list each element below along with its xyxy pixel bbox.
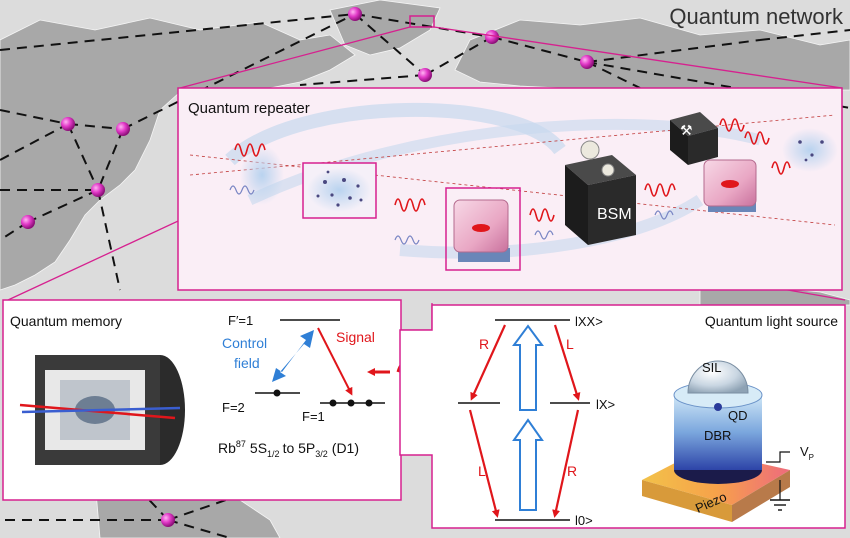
photon-wave	[234, 143, 266, 157]
vapor-cell-device	[19, 355, 185, 465]
pump-arrows	[512, 324, 544, 511]
network-node	[21, 215, 35, 229]
signal-label: Signal	[336, 329, 375, 345]
optical-path	[189, 154, 836, 226]
idler-wave	[394, 235, 420, 245]
pol-lower-left: L	[478, 463, 486, 479]
detector-bulb	[580, 140, 600, 160]
level-ground-1-label: F=1	[302, 409, 325, 424]
atom-cloud	[307, 168, 371, 212]
population-dot	[273, 389, 281, 397]
idler-wavepackets	[229, 185, 674, 245]
atom-dots-2	[798, 140, 824, 162]
level-0-label: l0>	[575, 513, 593, 528]
atom-cloud-2	[782, 128, 838, 172]
atom-dots	[316, 170, 363, 207]
idler-wave	[654, 210, 674, 220]
light-source-device: Piezo SIL QD DBR VP	[642, 360, 814, 522]
idler-wave	[534, 230, 554, 240]
detector-bulb	[601, 163, 615, 177]
photon-wave	[394, 198, 426, 212]
control-box: ⚒	[670, 112, 718, 165]
level-excited-label: F′=1	[228, 313, 253, 328]
qd-dot	[714, 403, 722, 411]
level-ground-2-label: F=2	[222, 400, 245, 415]
idler-wave	[229, 185, 255, 195]
photon-wave	[744, 131, 770, 145]
atom-cloud-3	[240, 145, 284, 205]
repeater-panel: Quantum repeater	[177, 87, 843, 291]
control-field-label-1: Control	[222, 335, 267, 351]
signal-arrow	[317, 327, 353, 396]
photon-wave	[644, 183, 676, 197]
level-xx-label: lXX>	[575, 314, 603, 329]
emission-arrows	[468, 324, 581, 518]
voltage-label: VP	[800, 444, 814, 462]
network-node	[161, 513, 175, 527]
network-node	[485, 30, 499, 44]
wrench-icon: ⚒	[680, 122, 693, 138]
bsm-box: BSM	[565, 140, 636, 245]
quantum-dot-cube	[453, 199, 510, 262]
network-title: Quantum network	[669, 4, 844, 29]
qd-label: QD	[728, 408, 748, 423]
photon-wave	[529, 208, 555, 222]
source-title: Quantum light source	[705, 313, 838, 329]
quantum-dot-cube-2	[703, 159, 757, 212]
level-x-label: lX>	[596, 397, 615, 412]
pol-upper-right: L	[566, 336, 574, 352]
network-node	[348, 7, 362, 21]
dbr-label: DBR	[704, 428, 731, 443]
pol-upper-left: R	[479, 336, 489, 352]
sil-label: SIL	[702, 360, 722, 375]
source-zoom-box	[445, 187, 521, 271]
network-node	[91, 183, 105, 197]
control-field-label-2: field	[234, 355, 260, 371]
blue-beam	[21, 406, 181, 414]
memory-title: Quantum memory	[10, 313, 122, 329]
control-field-arrow	[272, 330, 314, 382]
map-zoom-box	[409, 15, 435, 28]
photon-wave	[719, 118, 745, 132]
population-dot	[347, 399, 355, 407]
red-beam	[19, 403, 176, 420]
repeater-title: Quantum repeater	[188, 100, 310, 117]
network-nodes	[21, 7, 594, 527]
population-dot	[365, 399, 373, 407]
pol-lower-right: R	[567, 463, 577, 479]
memory-panel: Quantum memory F′=1 F=2 F=1 Control fiel…	[2, 299, 402, 501]
source-panel: Quantum light source lXX> lX> l0> R L L …	[399, 304, 846, 529]
network-node	[61, 117, 75, 131]
population-dot	[329, 399, 337, 407]
photon-wave	[771, 161, 791, 175]
bsm-label: BSM	[597, 206, 632, 223]
network-node	[580, 55, 594, 69]
network-node	[116, 122, 130, 136]
photon-wavepackets	[234, 118, 791, 222]
ground-icon	[770, 499, 790, 511]
network-node	[418, 68, 432, 82]
